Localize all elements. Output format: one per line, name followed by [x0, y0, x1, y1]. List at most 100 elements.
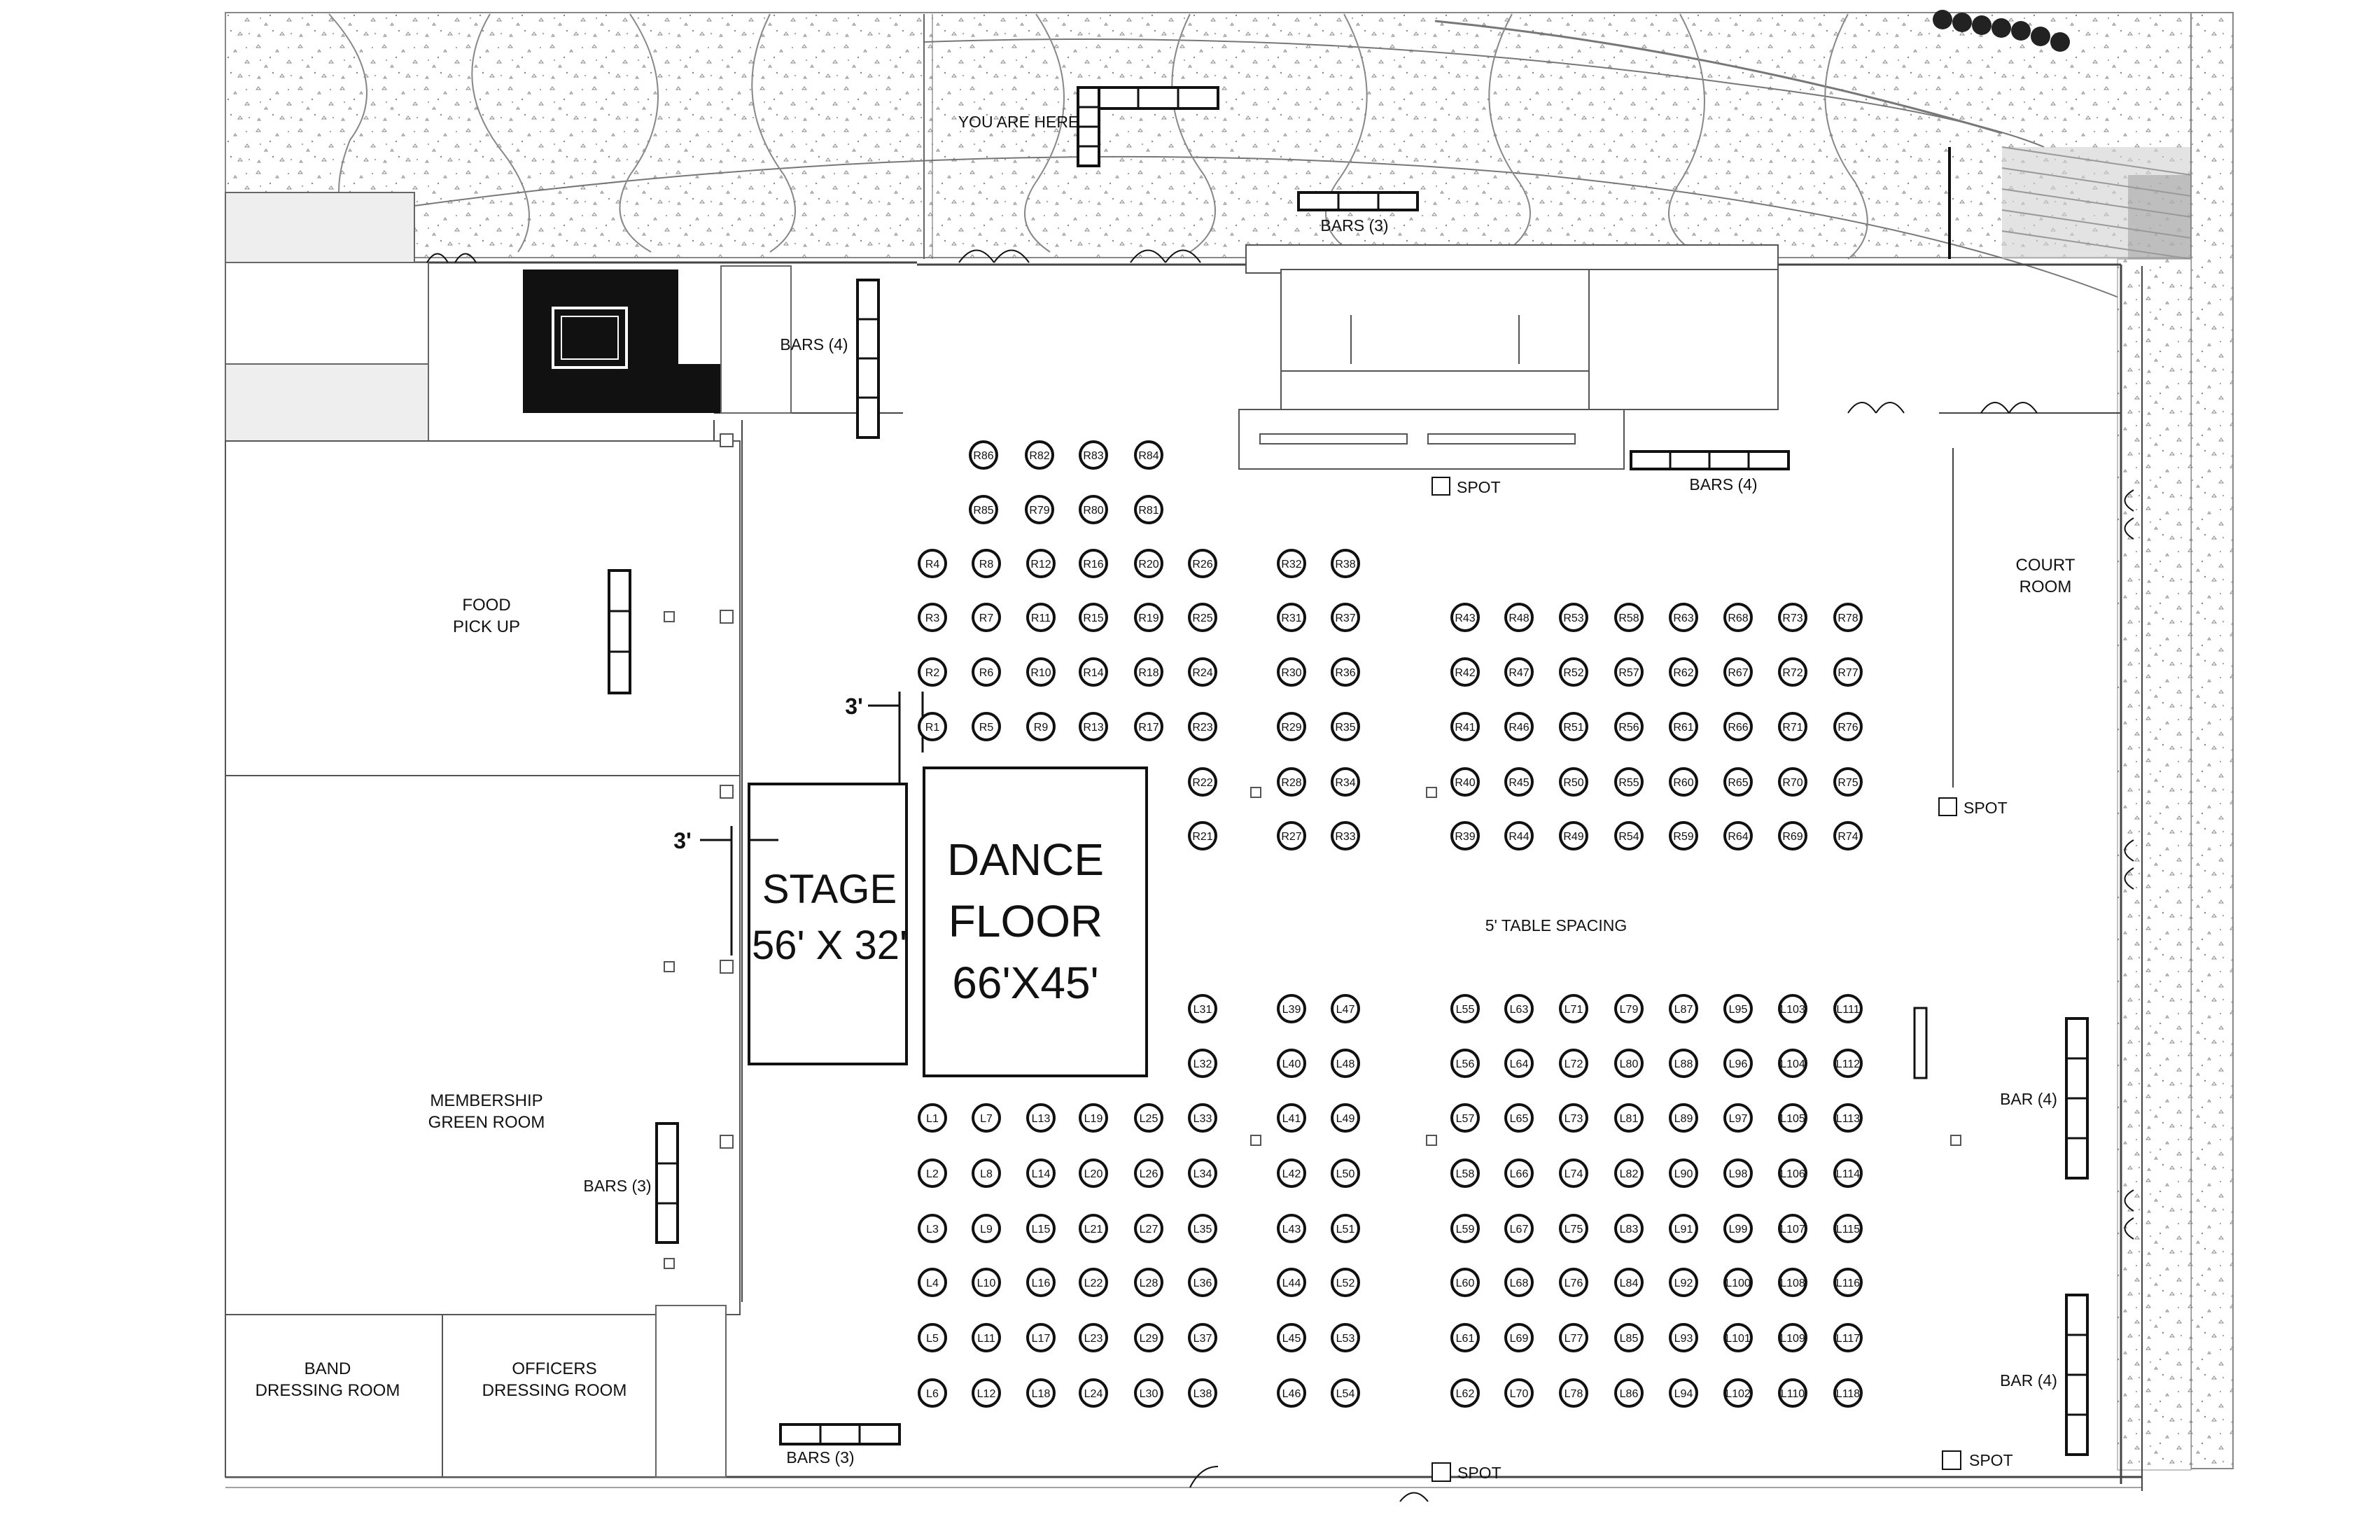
table-l109: L109 — [1778, 1323, 1807, 1352]
table-label: L109 — [1780, 1333, 1805, 1345]
table-label: L112 — [1836, 1058, 1861, 1070]
table-label: R62 — [1673, 667, 1693, 679]
table-l12: L12 — [972, 1378, 1001, 1408]
table-label: R63 — [1673, 612, 1693, 624]
table-r18: R18 — [1134, 657, 1163, 687]
table-circle — [1504, 1323, 1534, 1352]
table-label: R74 — [1837, 831, 1858, 843]
table-label: L52 — [1336, 1278, 1355, 1289]
table-l106: L106 — [1778, 1158, 1807, 1188]
table-l48: L48 — [1331, 1049, 1360, 1078]
table-l102: L102 — [1723, 1378, 1753, 1408]
table-l24: L24 — [1079, 1378, 1108, 1408]
table-label: R85 — [973, 505, 993, 517]
table-l105: L105 — [1778, 1103, 1807, 1133]
table-r20: R20 — [1134, 549, 1163, 578]
table-circle — [1331, 1049, 1360, 1078]
table-label: L27 — [1140, 1224, 1158, 1236]
table-circle — [1559, 712, 1588, 741]
table-label: R73 — [1782, 612, 1802, 624]
table-label: L91 — [1674, 1224, 1693, 1236]
table-l65: L65 — [1504, 1103, 1534, 1133]
table-label: R25 — [1192, 612, 1212, 624]
table-label: L95 — [1729, 1004, 1748, 1016]
table-label: L64 — [1510, 1058, 1529, 1070]
table-circle — [1277, 1323, 1306, 1352]
table-label: L33 — [1194, 1113, 1212, 1125]
table-circle — [1450, 994, 1480, 1023]
table-circle — [1669, 1049, 1698, 1078]
table-r25: R25 — [1188, 603, 1217, 632]
table-label: R49 — [1563, 831, 1583, 843]
table-circle — [1723, 603, 1753, 632]
bar-counter-left-top — [856, 279, 880, 439]
dimension-left-label: 3' — [673, 828, 691, 853]
landscape-area — [225, 10, 2234, 1471]
table-l23: L23 — [1079, 1323, 1108, 1352]
table-circle — [1723, 767, 1753, 797]
table-r65: R65 — [1723, 767, 1753, 797]
table-r51: R51 — [1559, 712, 1588, 741]
table-circle — [1504, 1378, 1534, 1408]
table-circle — [1134, 603, 1163, 632]
table-circle — [1723, 1268, 1753, 1297]
table-circle — [1669, 1103, 1698, 1133]
table-circle — [1188, 603, 1217, 632]
table-label: L7 — [980, 1113, 993, 1125]
table-circle — [1669, 657, 1698, 687]
table-circle — [1778, 1378, 1807, 1408]
table-circle — [918, 1378, 947, 1408]
table-circle — [1614, 1268, 1644, 1297]
table-label: L93 — [1674, 1333, 1693, 1345]
table-circle — [1188, 1378, 1217, 1408]
table-label: R39 — [1455, 831, 1475, 843]
table-label: L48 — [1336, 1058, 1355, 1070]
table-l49: L49 — [1331, 1103, 1360, 1133]
table-circle — [918, 1158, 947, 1188]
table-label: L75 — [1564, 1224, 1583, 1236]
table-label: R48 — [1508, 612, 1529, 624]
table-label: L46 — [1282, 1388, 1301, 1400]
table-circle — [972, 1378, 1001, 1408]
table-label: L83 — [1620, 1224, 1639, 1236]
you-are-here-marker — [1077, 86, 1219, 167]
table-label: L19 — [1084, 1113, 1103, 1125]
table-r41: R41 — [1450, 712, 1480, 741]
table-circle — [1277, 1103, 1306, 1133]
table-label: R70 — [1782, 777, 1802, 789]
table-label: R10 — [1030, 667, 1051, 679]
table-label: R38 — [1335, 559, 1355, 570]
table-label: R86 — [973, 450, 993, 462]
table-circle — [1559, 767, 1588, 797]
table-label: L69 — [1510, 1333, 1529, 1345]
table-l56: L56 — [1450, 1049, 1480, 1078]
table-circle — [1026, 1103, 1056, 1133]
table-circle — [1504, 603, 1534, 632]
table-label: R36 — [1335, 667, 1355, 679]
table-l61: L61 — [1450, 1323, 1480, 1352]
table-spacing-note: 5' TABLE SPACING — [1485, 916, 1628, 934]
bar-counter-right-upper — [2065, 1017, 2089, 1180]
table-circle — [1026, 1268, 1056, 1297]
table-circle — [1188, 657, 1217, 687]
table-circle — [972, 1214, 1001, 1243]
table-circle — [1277, 1158, 1306, 1188]
table-circle — [1025, 495, 1054, 524]
table-r24: R24 — [1188, 657, 1217, 687]
table-circle — [1559, 1103, 1588, 1133]
table-label: L38 — [1194, 1388, 1212, 1400]
table-label: L71 — [1564, 1004, 1583, 1016]
table-l76: L76 — [1559, 1268, 1588, 1297]
table-circle — [1134, 1268, 1163, 1297]
table-circle — [1079, 549, 1108, 578]
table-l88: L88 — [1669, 1049, 1698, 1078]
table-l44: L44 — [1277, 1268, 1306, 1297]
table-circle — [1450, 1323, 1480, 1352]
table-label: R27 — [1281, 831, 1301, 843]
table-circle — [1331, 549, 1360, 578]
table-label: L51 — [1336, 1224, 1355, 1236]
table-label: R30 — [1281, 667, 1301, 679]
